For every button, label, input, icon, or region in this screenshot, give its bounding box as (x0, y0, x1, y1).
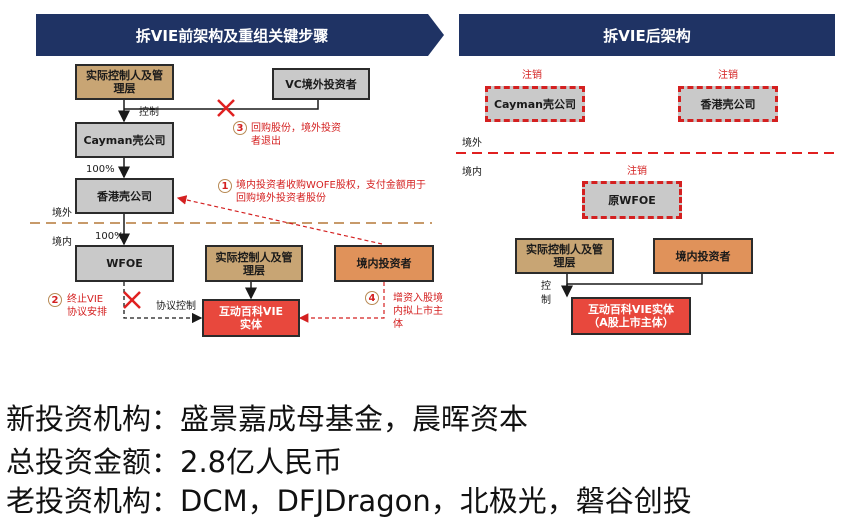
overseas-label-right: 境外 (462, 138, 482, 149)
line-wfoe-vie (123, 282, 203, 324)
controller-box: 实际控制人及管理层 (75, 64, 174, 100)
control-label-left: 控制 (139, 107, 159, 118)
left-banner-title: 拆VIE前架构及重组关键步骤 (135, 26, 329, 45)
domestic-label-right: 境内 (462, 167, 482, 178)
controller-box-right: 实际控制人及管理层 (515, 238, 614, 274)
line-right-investor-vie (567, 274, 703, 285)
step4-text: 增资入股境内拟上市主体 (393, 293, 443, 330)
cancel-label-wfoe: 注销 (627, 166, 647, 177)
cross-mark-buyback (217, 99, 235, 117)
step4-badge: 4 (365, 291, 379, 305)
pct-hk-wfoe: 100% (95, 231, 124, 242)
agreement-control-label: 协议控制 (156, 301, 196, 312)
domestic-investor-box: 境内投资者 (334, 245, 434, 282)
total-investment-line: 总投资金额：2.8亿人民币 (6, 445, 343, 479)
overseas-label-left: 境外 (52, 208, 72, 219)
pct-cayman-hk: 100% (86, 164, 115, 175)
orig-wfoe-box: 原WFOE (582, 181, 682, 219)
wfoe-box: WFOE (75, 245, 174, 282)
vc-investor-box: VC境外投资者 (272, 68, 370, 100)
step2-text: 终止VIE协议安排 (67, 294, 107, 318)
vie-entity-box-right: 互动百科VIE实体（A股上市主体） (571, 297, 691, 335)
cancel-label-cayman: 注销 (522, 70, 542, 81)
vie-entity-box: 互动百科VIE实体 (202, 299, 300, 337)
line-step4 (298, 282, 385, 323)
controller2-box: 实际控制人及管理层 (205, 245, 303, 282)
line-vc-cayman (124, 100, 319, 110)
right-banner-title: 拆VIE后架构 (459, 14, 835, 56)
domestic-investor-box-right: 境内投资者 (653, 238, 753, 274)
left-banner-shape (36, 14, 444, 56)
step3-badge: 3 (233, 121, 247, 135)
hk-shell-box: 香港壳公司 (75, 178, 174, 214)
step1-badge: 1 (218, 179, 232, 193)
cancel-label-hk: 注销 (718, 70, 738, 81)
new-investors-line: 新投资机构：盛景嘉成母基金，晨晖资本 (6, 402, 529, 436)
step2-badge: 2 (48, 293, 62, 307)
control-label-right: 控制 (541, 281, 551, 306)
cayman-box-right: Cayman壳公司 (485, 86, 585, 122)
cross-mark-vie-termination (123, 291, 141, 309)
hk-shell-box-right: 香港壳公司 (678, 86, 778, 122)
cayman-box: Cayman壳公司 (75, 122, 174, 158)
old-investors-line: 老投资机构：DCM，DFJDragon，北极光，磐谷创投 (6, 484, 692, 518)
step1-text: 境内投资者收购WOFE股权，支付金额用于回购境外投资者股份 (236, 180, 426, 204)
step3-text: 回购股份，境外投资者退出 (251, 123, 341, 147)
domestic-label-left: 境内 (52, 237, 72, 248)
